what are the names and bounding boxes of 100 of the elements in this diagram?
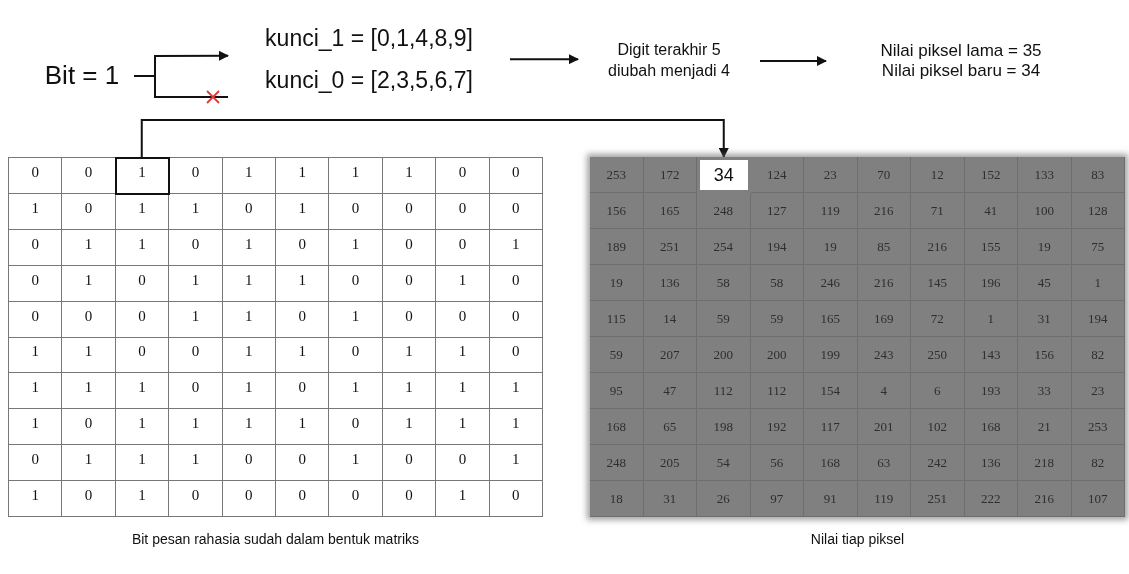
pixel-cell: 19 <box>804 229 858 265</box>
pixel-cell: 102 <box>911 409 965 445</box>
pixel-cell: 192 <box>750 409 804 445</box>
matrix-cell: 1 <box>276 158 330 194</box>
matrix-cell: 0 <box>382 481 437 517</box>
matrix-cell: 0 <box>115 337 170 374</box>
pixel-cell: 33 <box>1018 373 1072 409</box>
matrix-cell: 1 <box>115 229 170 266</box>
matrix-cell: 0 <box>62 158 116 194</box>
matrix-cell: 0 <box>169 373 223 410</box>
matrix-cell: 1 <box>62 445 116 482</box>
pixel-cell: 168 <box>804 445 858 481</box>
pixel-cell: 59 <box>590 337 644 373</box>
pixel-value-text: Nilai piksel lama = 35 <box>880 40 1042 61</box>
matrix-cell: 0 <box>329 193 383 230</box>
matrix-cell: 1 <box>329 229 383 266</box>
pixel-cell: 127 <box>750 193 804 229</box>
pixel-cell: 145 <box>911 265 965 301</box>
pixel-value-text: Nilai piksel baru = 34 <box>881 61 1041 82</box>
matrix-cell: 1 <box>9 193 63 230</box>
matrix-cell: 1 <box>115 193 170 230</box>
matrix-cell: 0 <box>276 229 330 266</box>
pixel-cell: 246 <box>804 265 858 301</box>
pixel-cell: 254 <box>697 229 751 265</box>
matrix-cell: 0 <box>276 481 330 517</box>
matrix-cell: 0 <box>436 158 490 194</box>
matrix-cell: 0 <box>9 229 63 266</box>
pixel-cell: 169 <box>857 301 911 337</box>
matrix-cell: 0 <box>329 409 383 446</box>
matrix-cell: 1 <box>115 445 170 482</box>
pixel-cell: 12 <box>911 157 965 193</box>
pixel-cell: 58 <box>750 265 804 301</box>
matrix-cell: 1 <box>329 373 383 410</box>
pixel-cell: 47 <box>643 373 697 409</box>
matrix-cell: 0 <box>276 445 330 482</box>
matrix-cell: 0 <box>169 229 223 266</box>
pixel-cell: 253 <box>590 157 644 193</box>
matrix-cell: 1 <box>62 337 116 374</box>
pixel-cell: 136 <box>964 445 1018 481</box>
matrix-cell: 0 <box>489 301 543 338</box>
matrix-cell: 1 <box>115 481 170 517</box>
matrix-cell: 0 <box>436 445 490 482</box>
pixel-cell: 115 <box>590 301 644 337</box>
matrix-cell: 1 <box>329 158 383 194</box>
matrix-cell: 1 <box>169 193 223 230</box>
matrix-cell: 1 <box>169 409 223 446</box>
pixel-cell: 59 <box>697 301 751 337</box>
matrix-cell: 0 <box>62 481 116 517</box>
pixel-cell: 200 <box>750 337 804 373</box>
matrix-cell: 0 <box>382 445 437 482</box>
pixel-cell: 248 <box>697 193 751 229</box>
pixel-cell: 100 <box>1018 193 1072 229</box>
pixel-cell: 124 <box>750 157 804 193</box>
pixel-cell: 193 <box>964 373 1018 409</box>
pixel-cell: 216 <box>857 193 911 229</box>
pixel-cell: 154 <box>804 373 858 409</box>
pixel-cell: 119 <box>804 193 858 229</box>
matrix-cell: 1 <box>436 373 490 410</box>
pixel-cell: 216 <box>1018 481 1072 517</box>
key-one-text: kunci_1 = [0,1,4,8,9] <box>265 25 473 53</box>
matrix-cell: 0 <box>329 337 383 374</box>
pixel-cell: 19 <box>590 265 644 301</box>
pixel-cell: 112 <box>697 373 751 409</box>
pixel-cell: 6 <box>911 373 965 409</box>
matrix-cell: 0 <box>9 301 63 338</box>
pixel-cell: 82 <box>1071 337 1125 373</box>
matrix-cell: 0 <box>9 158 63 194</box>
matrix-cell: 0 <box>489 158 543 194</box>
caption: Bit pesan rahasia sudah dalam bentuk matriks <box>130 531 421 547</box>
pixel-cell: 218 <box>1018 445 1072 481</box>
matrix-cell: 1 <box>276 265 330 302</box>
pixel-cell: 198 <box>697 409 751 445</box>
pixel-cell: 21 <box>1018 409 1072 445</box>
matrix-cell: 1 <box>222 301 276 338</box>
pixel-cell: 251 <box>643 229 697 265</box>
matrix-cell: 0 <box>489 265 543 302</box>
pixel-cell: 14 <box>643 301 697 337</box>
matrix-cell: 1 <box>115 373 170 410</box>
matrix-cell: 1 <box>222 373 276 410</box>
pixel-cell: 18 <box>590 481 644 517</box>
pixel-cell: 165 <box>804 301 858 337</box>
matrix-cell: 0 <box>489 193 543 230</box>
pixel-cell: 250 <box>911 337 965 373</box>
pixel-cell: 168 <box>964 409 1018 445</box>
pixel-cell: 1 <box>1071 265 1125 301</box>
matrix-cell: 0 <box>276 301 330 338</box>
matrix-cell: 0 <box>169 337 223 374</box>
matrix-cell: 1 <box>382 409 437 446</box>
matrix-cell: 0 <box>62 193 116 230</box>
matrix-cell: 0 <box>329 481 383 517</box>
matrix-cell: 1 <box>276 409 330 446</box>
pixel-cell: 23 <box>804 157 858 193</box>
arrow <box>509 54 579 65</box>
pixel-cell: 200 <box>697 337 751 373</box>
matrix-cell: 1 <box>9 373 63 410</box>
key-zero-text: kunci_0 = [2,3,5,6,7] <box>265 67 473 95</box>
arrow <box>140 119 729 158</box>
pixel-cell: 156 <box>1018 337 1072 373</box>
pixel-cell: 71 <box>911 193 965 229</box>
pixel-cell: 216 <box>911 229 965 265</box>
